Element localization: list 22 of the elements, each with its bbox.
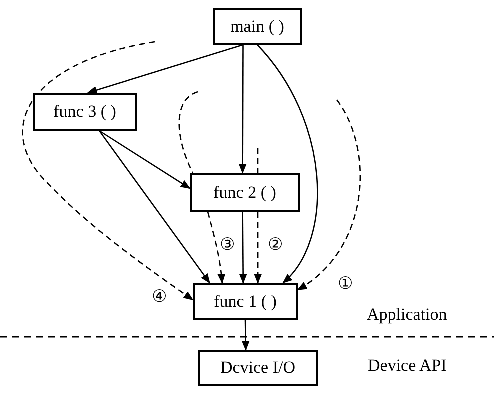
edge-label: ④: [152, 288, 167, 305]
function-box: func 1 ( ): [193, 283, 298, 320]
arrow: [99, 130, 191, 190]
arrow: [87, 44, 244, 94]
arrow: [238, 45, 247, 174]
layer-label: Application: [367, 304, 448, 326]
function-box: func 2 ( ): [190, 173, 300, 212]
edge-label: ②: [268, 236, 283, 253]
function-box: main ( ): [213, 8, 302, 45]
layer-label: Device API: [368, 355, 447, 377]
arrow: [239, 212, 248, 284]
edge-label: ③: [220, 236, 235, 253]
arrow: [257, 44, 318, 284]
dashed-arrow: [297, 100, 361, 291]
arrow: [99, 130, 210, 284]
function-box: Dcvice I/O: [198, 350, 318, 386]
dashed-arrow: [22, 41, 194, 301]
arrow: [242, 320, 250, 351]
dashed-arrow: [254, 147, 262, 284]
dashed-arrow: [178, 91, 226, 284]
function-box: func 3 ( ): [33, 93, 137, 131]
edge-label: ①: [338, 275, 353, 292]
